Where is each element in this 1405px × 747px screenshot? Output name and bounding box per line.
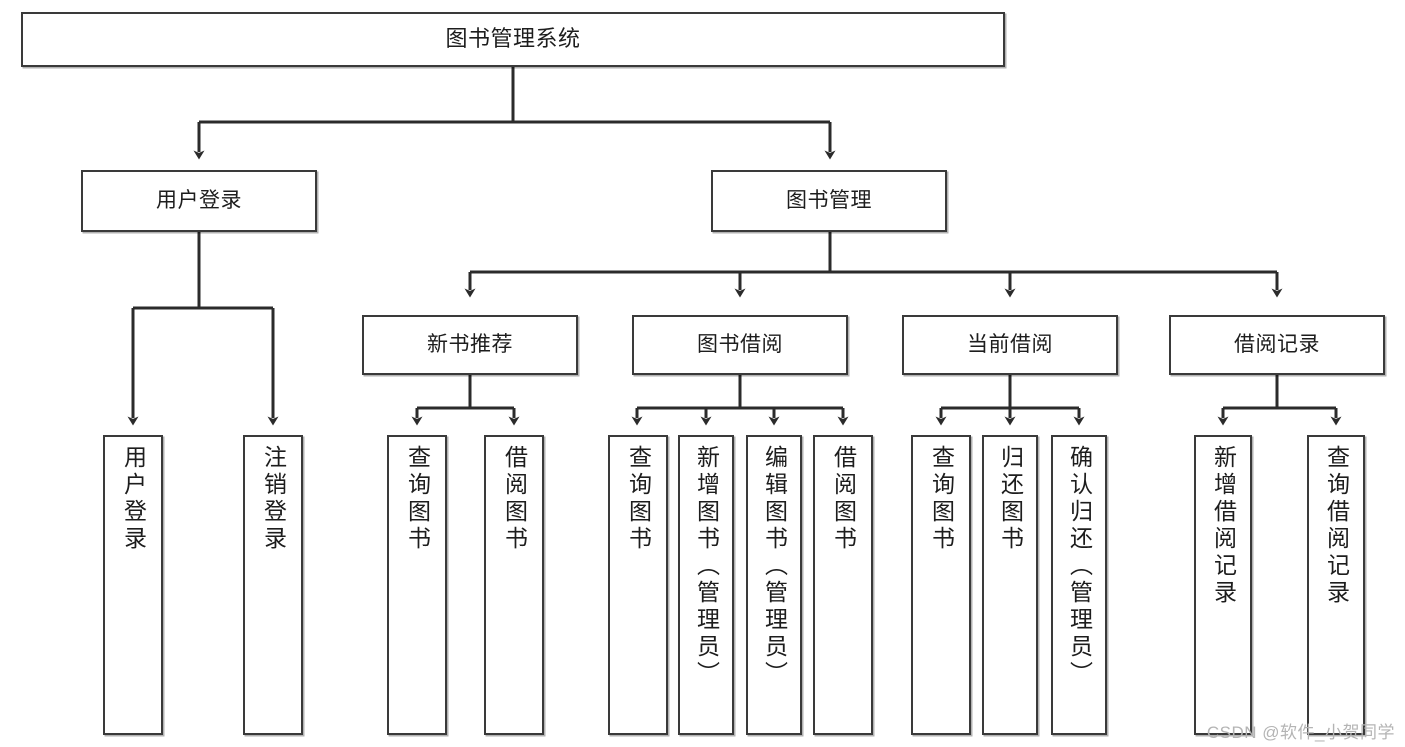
node-borrow-record[interactable]: 借阅记录 <box>1169 315 1385 375</box>
node-leaf-query-book-3[interactable]: 查询图书 <box>911 435 971 735</box>
node-leaf-add-book-label: 新增图书（管理员） <box>693 445 720 688</box>
node-book-borrow-label: 图书借阅 <box>697 333 783 357</box>
node-user-login[interactable]: 用户登录 <box>81 170 317 232</box>
node-leaf-query-book-2[interactable]: 查询图书 <box>608 435 668 735</box>
node-leaf-return-book[interactable]: 归还图书 <box>982 435 1038 735</box>
node-new-book-rec-label: 新书推荐 <box>427 333 513 357</box>
node-leaf-add-record-label: 新增借阅记录 <box>1210 445 1237 607</box>
node-book-manage-label: 图书管理 <box>786 189 872 213</box>
node-leaf-confirm-return-label: 确认归还（管理员） <box>1066 445 1093 688</box>
node-book-manage[interactable]: 图书管理 <box>711 170 947 232</box>
node-leaf-confirm-return[interactable]: 确认归还（管理员） <box>1051 435 1107 735</box>
node-leaf-borrow-book-1-label: 借阅图书 <box>501 445 528 553</box>
node-leaf-logout-label: 注销登录 <box>260 445 287 553</box>
node-user-login-label: 用户登录 <box>156 189 242 213</box>
node-root-label: 图书管理系统 <box>445 26 581 52</box>
node-leaf-query-book-3-label: 查询图书 <box>928 445 955 553</box>
node-borrow-record-label: 借阅记录 <box>1234 333 1320 357</box>
node-leaf-add-record[interactable]: 新增借阅记录 <box>1194 435 1252 735</box>
node-leaf-edit-book[interactable]: 编辑图书（管理员） <box>746 435 802 735</box>
node-leaf-query-record[interactable]: 查询借阅记录 <box>1307 435 1365 735</box>
node-leaf-borrow-book-2-label: 借阅图书 <box>830 445 857 553</box>
node-leaf-add-book[interactable]: 新增图书（管理员） <box>678 435 734 735</box>
node-root[interactable]: 图书管理系统 <box>21 12 1005 67</box>
node-new-book-rec[interactable]: 新书推荐 <box>362 315 578 375</box>
node-current-borrow-label: 当前借阅 <box>967 333 1053 357</box>
node-leaf-query-book-1[interactable]: 查询图书 <box>387 435 447 735</box>
node-leaf-return-book-label: 归还图书 <box>997 445 1024 553</box>
node-leaf-borrow-book-2[interactable]: 借阅图书 <box>813 435 873 735</box>
node-leaf-borrow-book-1[interactable]: 借阅图书 <box>484 435 544 735</box>
node-current-borrow[interactable]: 当前借阅 <box>902 315 1118 375</box>
node-book-borrow[interactable]: 图书借阅 <box>632 315 848 375</box>
node-leaf-logout[interactable]: 注销登录 <box>243 435 303 735</box>
node-leaf-user-login[interactable]: 用户登录 <box>103 435 163 735</box>
node-leaf-query-book-1-label: 查询图书 <box>404 445 431 553</box>
node-leaf-query-book-2-label: 查询图书 <box>625 445 652 553</box>
node-leaf-edit-book-label: 编辑图书（管理员） <box>761 445 788 688</box>
node-leaf-query-record-label: 查询借阅记录 <box>1323 445 1350 607</box>
node-leaf-user-login-label: 用户登录 <box>120 445 147 553</box>
